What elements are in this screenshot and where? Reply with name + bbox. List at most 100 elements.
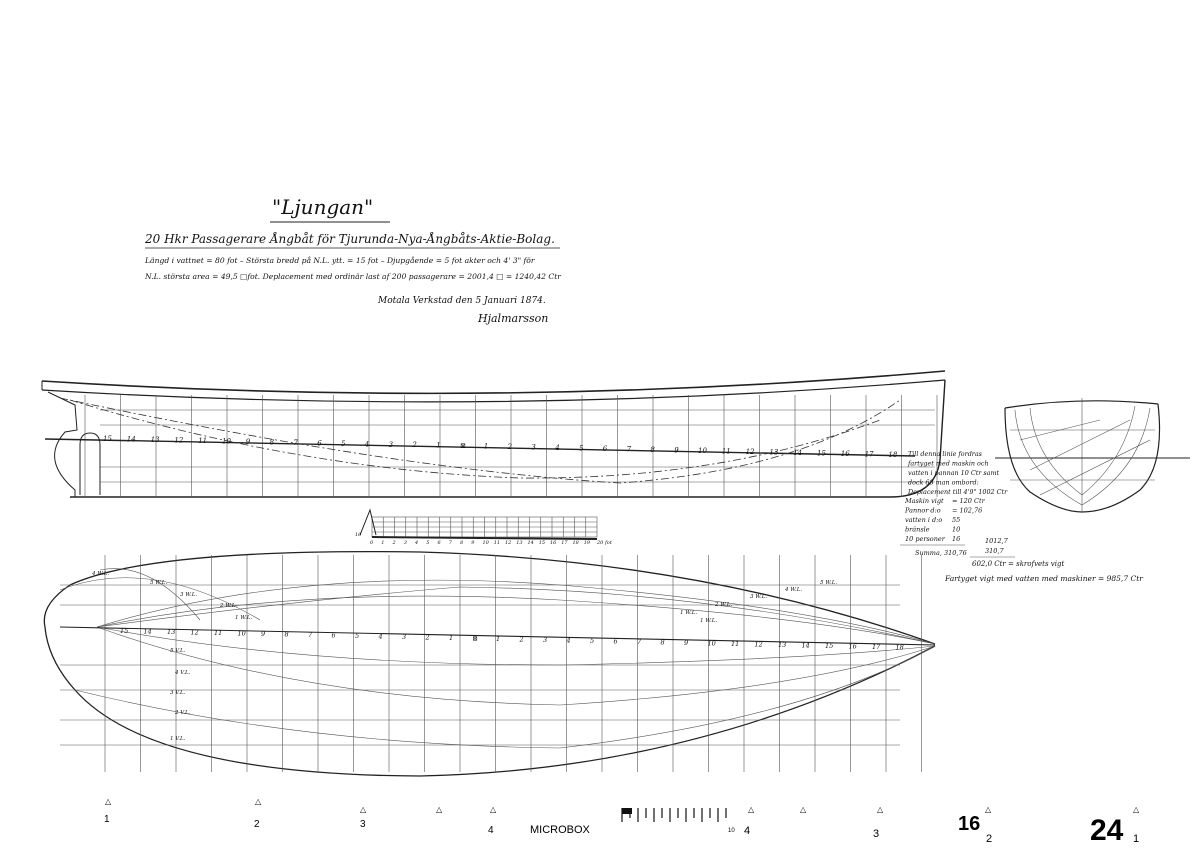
scale-tick-label: 10 — [355, 532, 362, 538]
waterline-label: 5 W.L. — [150, 580, 167, 586]
frame-mark: 2 — [254, 819, 260, 830]
scale-tick-label: 16 — [550, 540, 557, 546]
scale-tick-label: 7 — [449, 540, 453, 546]
station-label: ⊠ — [460, 442, 466, 450]
body-plan — [995, 398, 1190, 513]
plan-station-label: 3 — [543, 636, 547, 644]
plan-station-label: 10 — [708, 640, 716, 648]
station-label: 7 — [293, 439, 298, 447]
scale-tick-label: 8 — [460, 540, 463, 546]
station-label: 5 — [579, 445, 584, 453]
frame-mark: 1 — [104, 814, 110, 825]
plan-station-label: 3 — [402, 633, 406, 641]
scale-tick-label: 19 — [584, 540, 591, 546]
waterline-label: 5 W.L. — [820, 580, 837, 586]
plan-station-label: 9 — [261, 630, 265, 638]
plan-station-label: 9 — [684, 639, 688, 647]
station-label: 2 — [507, 443, 513, 451]
station-label: 10 — [698, 447, 707, 455]
station-label: 6 — [317, 439, 322, 447]
waterline-label: 3 W.L. — [750, 594, 767, 600]
plan-station-label: 7 — [637, 638, 642, 646]
station-label: 4 — [364, 440, 369, 448]
scale-tick-label: 11 — [494, 540, 500, 546]
spec-line-2: N.L. största area = 49,5 □fot. Deplaceme… — [144, 272, 561, 281]
plan-station-label: 18 — [896, 644, 904, 652]
registration-triangle-icon: △ — [985, 805, 992, 814]
registration-triangle-icon: △ — [360, 805, 367, 814]
station-label: 1 — [484, 443, 488, 451]
title-block: "Ljungan" 20 Hkr Passagerare Ångbåt för … — [144, 195, 561, 325]
station-label: 9 — [246, 438, 251, 446]
station-label: 3 — [531, 444, 536, 452]
waterline-label: 1 V.L. — [170, 736, 186, 742]
scale-tick-label: 2 — [392, 540, 396, 546]
frame-number-sub: 1 — [1133, 833, 1139, 845]
station-label: 14 — [793, 449, 802, 457]
weight-label: 10 personer — [905, 535, 946, 543]
station-label: 11 — [198, 437, 207, 445]
frame-mark: 10 — [728, 828, 735, 834]
plan-station-label: 5 — [590, 637, 594, 645]
plan-station-label: 6 — [614, 638, 618, 646]
station-label: 8 — [650, 446, 655, 454]
scale-tick-label: 17 — [561, 540, 568, 546]
frame-number: 16 — [958, 813, 980, 835]
frame-mark: 4 — [488, 825, 494, 836]
scale-tick-label: 6 — [438, 540, 442, 546]
waterline-label: 4 W.L. — [784, 587, 802, 593]
note-line: vatten i pannan 10 Ctr samt — [908, 469, 1000, 477]
station-label: 7 — [627, 446, 632, 454]
waterline-label: 2 W.L. — [219, 603, 237, 609]
station-label: 18 — [888, 451, 897, 459]
station-label: 15 — [817, 449, 826, 457]
weight-value: 10 — [952, 526, 960, 534]
plan-station-label: 10 — [238, 630, 246, 638]
station-label: 12 — [174, 436, 183, 444]
station-label: 12 — [746, 448, 755, 456]
scale-tick-label: 18 — [573, 540, 579, 546]
plan-station-label: 14 — [802, 642, 810, 650]
plan-station-label: 8 — [285, 631, 289, 639]
weight-value: 55 — [952, 516, 960, 524]
plan-station-label: 13 — [167, 628, 175, 636]
scale-tick-label: 1 — [381, 540, 384, 546]
scale-tick-label: 13 — [516, 540, 522, 546]
frame-number-sub: 2 — [986, 833, 992, 845]
station-label: 11 — [722, 447, 731, 455]
station-label: 3 — [389, 441, 394, 449]
weight-label: vatten i d:o — [905, 516, 942, 524]
station-label: 13 — [151, 436, 160, 444]
microbox-brand: MICROBOX — [530, 824, 591, 836]
scale-unit: 20 fot — [596, 540, 613, 546]
plan-station-label: 13 — [778, 641, 786, 649]
scale-tick-label: 3 — [404, 540, 407, 546]
registration-triangle-icon: △ — [490, 805, 497, 814]
scale-tick-label: 0 — [370, 540, 374, 546]
weight-value: = 120 Ctr — [952, 497, 986, 505]
waterline-label: 2 V.L. — [174, 710, 191, 716]
registration-triangle-icon: △ — [105, 797, 112, 806]
frame-mark: 4 — [744, 825, 750, 837]
waterline-label: 3 W.L. — [180, 592, 197, 598]
scale-tick-label: 9 — [471, 540, 475, 546]
station-label: 4 — [554, 444, 559, 452]
plan-station-label: 15 — [825, 642, 833, 650]
plan-station-label: 8 — [661, 639, 665, 647]
scale-tick-label: 12 — [505, 540, 511, 546]
plan-station-label: 2 — [425, 634, 430, 642]
calc-line: Fartyget vigt med vatten med maskiner = … — [944, 574, 1143, 583]
plan-station-label: 2 — [519, 636, 524, 644]
waterline-label: 5 V.L. — [170, 648, 186, 654]
plan-station-label: 4 — [378, 633, 383, 641]
weights-sum: Summa, 310,76 — [915, 549, 967, 557]
weight-label: bränsle — [905, 526, 930, 534]
station-label: 8 — [270, 438, 275, 446]
plan-station-label: 6 — [332, 632, 336, 640]
weight-label: Pannor d:o — [904, 507, 941, 515]
